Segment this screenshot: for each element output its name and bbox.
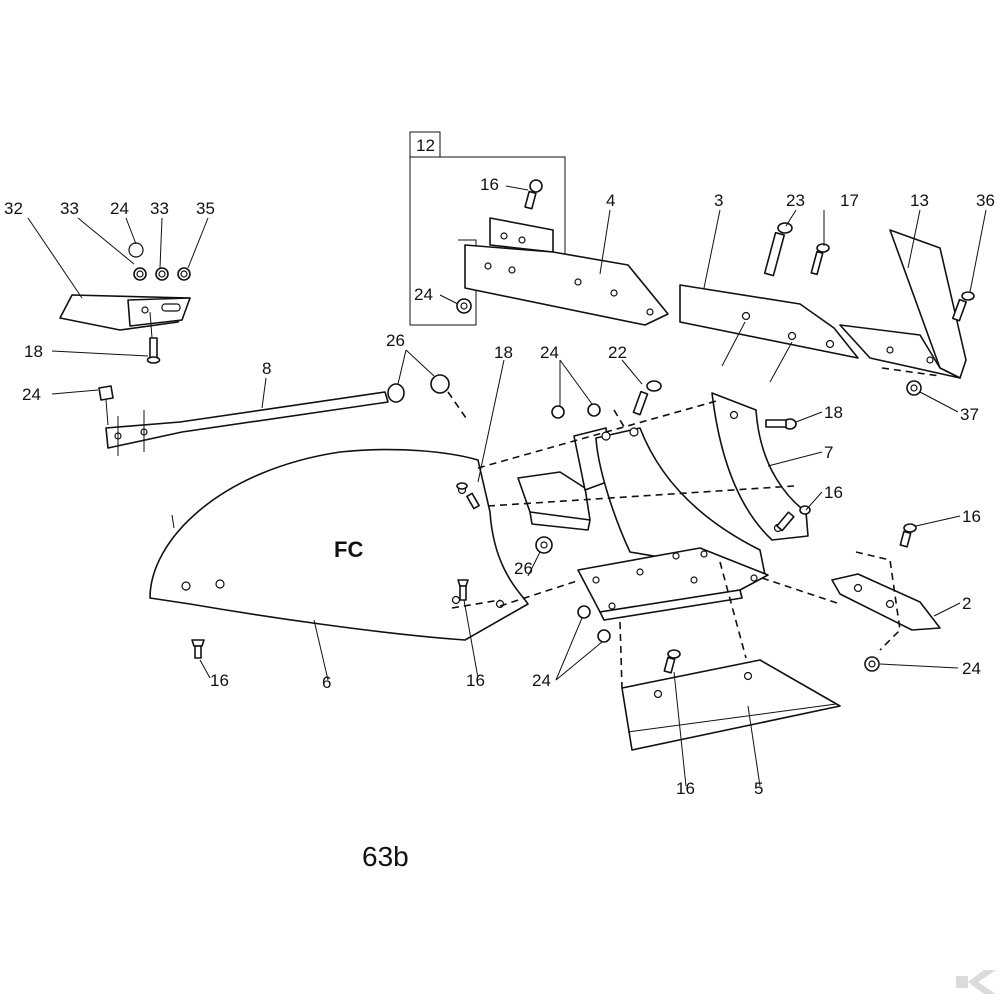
nut-24-kit <box>456 298 472 314</box>
nut-37 <box>881 367 941 396</box>
leader-lines <box>27 185 987 787</box>
nuts-24-frog-bottom <box>577 605 611 643</box>
bolt-16-moldboard-bottom <box>457 579 469 601</box>
callout-16-plate: 16 <box>824 483 843 502</box>
bolt-22 <box>632 380 662 416</box>
kit-group-frame: 12 <box>409 131 566 326</box>
point-2 <box>831 551 941 651</box>
moldboard-6: FC <box>149 448 529 641</box>
callout-6: 6 <box>322 673 331 692</box>
part-label-fc: FC <box>334 537 363 562</box>
callout-numbers: 32 33 24 33 35 18 24 8 26 16 4 24 3 23 1… <box>4 175 995 798</box>
callout-26-frog: 26 <box>514 559 533 578</box>
callout-16-moldboard-left: 16 <box>210 671 229 690</box>
extension-plate-7 <box>711 392 809 541</box>
callout-16-share: 16 <box>676 779 695 798</box>
nut-24-point <box>864 656 880 672</box>
callout-35: 35 <box>196 199 215 218</box>
callout-32: 32 <box>4 199 23 218</box>
callout-13: 13 <box>910 191 929 210</box>
bolt-18-top-left <box>146 337 161 364</box>
callout-22: 22 <box>608 343 627 362</box>
callout-37: 37 <box>960 405 979 424</box>
callout-24-point: 24 <box>962 659 981 678</box>
kit-group-label: 12 <box>416 136 435 155</box>
callout-24-frog-bottom: 24 <box>532 671 551 690</box>
callout-5: 5 <box>754 779 763 798</box>
callout-24-frog-top: 24 <box>540 343 559 362</box>
callout-33-left: 33 <box>60 199 79 218</box>
callout-18-moldboard: 18 <box>494 343 513 362</box>
bolt-16-point <box>899 523 917 548</box>
heel-13 <box>839 229 967 379</box>
watermark-logo <box>956 970 996 994</box>
callout-26-rod: 26 <box>386 331 405 350</box>
figure-number: 63b <box>362 841 409 872</box>
callout-18-plate: 18 <box>824 403 843 422</box>
bolt-36 <box>951 291 975 322</box>
callout-18-left: 18 <box>24 342 43 361</box>
bolt-23 <box>763 222 793 277</box>
bolt-16-plate <box>776 505 811 532</box>
callout-8: 8 <box>262 359 271 378</box>
bolt-16-share <box>663 649 681 674</box>
callout-16-kit: 16 <box>480 175 499 194</box>
callout-33-right: 33 <box>150 199 169 218</box>
washers-and-nut <box>128 242 191 281</box>
bolt-16-moldboard-top <box>456 482 480 510</box>
callout-4: 4 <box>606 191 615 210</box>
bolt-16-kit <box>524 179 543 210</box>
nut-26-frog <box>535 536 553 554</box>
callout-3: 3 <box>714 191 723 210</box>
landside-4 <box>464 217 669 326</box>
bolt-17 <box>810 243 830 276</box>
callout-2: 2 <box>962 594 971 613</box>
callout-16-moldboard-bottom: 16 <box>466 671 485 690</box>
rod-8 <box>98 374 467 456</box>
share-5 <box>621 659 841 751</box>
nuts-24-frog-top <box>551 403 601 419</box>
bolt-18-plate <box>765 418 797 430</box>
callout-7: 7 <box>824 443 833 462</box>
callout-16-point: 16 <box>962 507 981 526</box>
callout-17: 17 <box>840 191 859 210</box>
callout-24-kit: 24 <box>414 285 433 304</box>
callout-24-rod: 24 <box>22 385 41 404</box>
bolt-16-moldboard-left <box>191 639 205 659</box>
bracket-32 <box>59 294 191 339</box>
landside-3 <box>679 284 859 383</box>
callout-24-top-left: 24 <box>110 199 129 218</box>
callout-23: 23 <box>786 191 805 210</box>
callout-36: 36 <box>976 191 995 210</box>
assembly-lines <box>451 399 841 689</box>
